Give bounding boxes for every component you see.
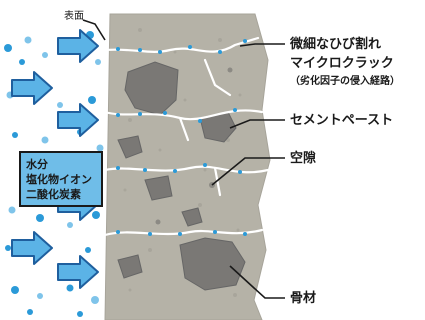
outside-droplets xyxy=(4,31,104,317)
crack-branch-1 xyxy=(203,58,232,97)
arrow-icon xyxy=(11,231,53,265)
microcrack-label-1: 微細なひび割れ xyxy=(289,36,381,52)
void-label: 空隙 xyxy=(290,150,316,166)
arrow-icon xyxy=(11,71,53,105)
void-2 xyxy=(155,219,161,225)
microcrack-label-3: （劣化因子の侵入経路） xyxy=(290,74,400,87)
microcrack-label-2: マイクロクラック xyxy=(290,56,394,71)
crack-leader xyxy=(239,43,285,47)
deterioration-factors-box: 水分 塩化物イオン 二酸化炭素 xyxy=(19,151,103,207)
crack-droplets xyxy=(116,39,247,236)
aggregate-4 xyxy=(144,175,173,201)
factor-co2: 二酸化炭素 xyxy=(26,187,81,201)
crack-branch-2 xyxy=(178,116,190,142)
crack-4 xyxy=(103,228,264,237)
aggregate-1 xyxy=(124,61,179,116)
void-leader xyxy=(211,157,285,186)
void-3 xyxy=(227,67,233,73)
aggregate-leader xyxy=(229,265,285,299)
arrow-icon xyxy=(57,29,99,63)
aggregates xyxy=(117,61,246,291)
surface-leader xyxy=(82,19,106,41)
cement-paste-label: セメントペースト xyxy=(290,113,393,128)
cement-leader xyxy=(229,119,285,129)
aggregate-6 xyxy=(117,254,143,279)
arrow-icon xyxy=(57,255,99,289)
factor-water: 水分 xyxy=(26,157,48,171)
surface-label: 表面 xyxy=(64,9,84,22)
arrow-icon xyxy=(57,103,99,137)
paste-texture xyxy=(123,28,242,297)
factor-chloride: 塩化物イオン xyxy=(26,172,92,186)
aggregate-label: 骨材 xyxy=(290,290,316,306)
aggregate-3 xyxy=(117,135,143,159)
aggregate-5 xyxy=(179,237,246,291)
leader-lines xyxy=(82,19,285,299)
aggregate-7 xyxy=(181,207,203,227)
